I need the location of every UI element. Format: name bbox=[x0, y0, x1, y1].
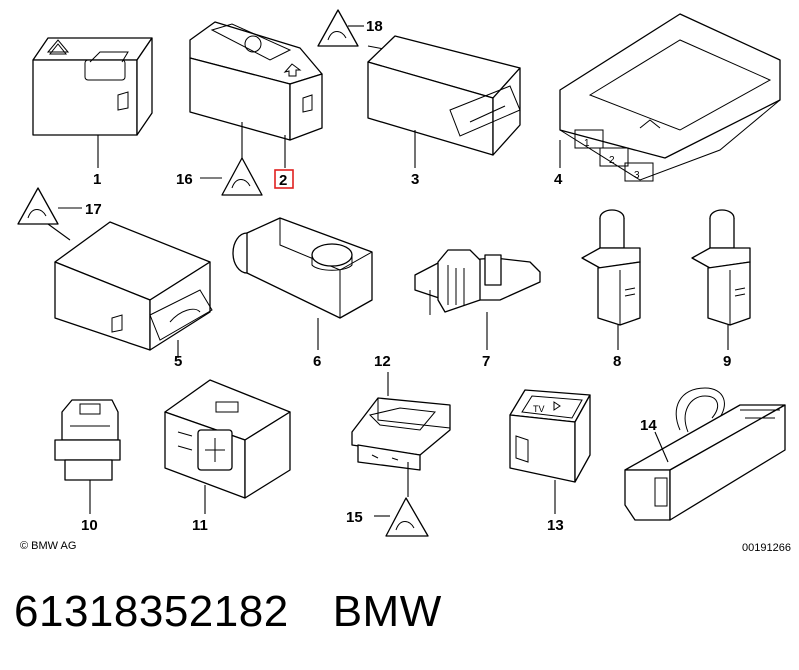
caution-triangle-icon-15 bbox=[385, 497, 429, 537]
callout-7: 7 bbox=[482, 353, 490, 370]
callout-12: 12 bbox=[374, 353, 391, 370]
arrow-up-icon bbox=[283, 63, 302, 77]
caution-triangle-icon-17 bbox=[17, 187, 59, 225]
part-5-trunk-switch[interactable] bbox=[54, 221, 213, 351]
part-1-hazard-switch[interactable] bbox=[32, 37, 153, 136]
caption: 61318352182 BMW bbox=[14, 582, 442, 642]
caution-triangle-icon-16 bbox=[221, 157, 263, 196]
part-4-key-3: 3 bbox=[634, 170, 640, 181]
part-7-bracket-switch[interactable] bbox=[414, 249, 541, 315]
callout-16: 16 bbox=[176, 171, 193, 188]
part-14-connector[interactable] bbox=[624, 387, 786, 521]
part-6-door-contact[interactable] bbox=[232, 217, 373, 319]
callout-8: 8 bbox=[613, 353, 621, 370]
copyright-notice: © BMW AG bbox=[20, 540, 77, 552]
callout-6: 6 bbox=[313, 353, 321, 370]
part-9-plunger-switch[interactable] bbox=[691, 209, 751, 326]
caution-triangle-icon-18 bbox=[317, 9, 359, 47]
callout-2: 2 bbox=[279, 172, 287, 189]
part-12-window-switch[interactable] bbox=[351, 397, 451, 471]
brand-name: BMW bbox=[332, 587, 442, 636]
warning-triangle-icon bbox=[48, 43, 68, 55]
part-8-plunger-switch[interactable] bbox=[581, 209, 641, 326]
part-3-switch[interactable] bbox=[367, 35, 521, 156]
tv-label: TV bbox=[533, 404, 545, 414]
part-2-switch[interactable] bbox=[189, 21, 323, 141]
diagram-number: 00191266 bbox=[742, 542, 791, 554]
callout-13: 13 bbox=[547, 517, 564, 534]
part-4-switch-block[interactable]: 1 2 3 bbox=[559, 13, 781, 182]
trunk-icon bbox=[169, 308, 201, 323]
callout-1: 1 bbox=[93, 171, 101, 188]
callout-11: 11 bbox=[192, 517, 208, 534]
part-4-key-2: 2 bbox=[609, 155, 615, 166]
callout-5: 5 bbox=[174, 353, 182, 370]
callout-10: 10 bbox=[81, 517, 98, 534]
callout-2-highlight bbox=[274, 169, 294, 189]
part-10-switch[interactable] bbox=[54, 399, 121, 481]
parts-diagram: 1 2 16 18 3 1 bbox=[17, 9, 786, 537]
callout-14: 14 bbox=[640, 417, 657, 434]
callout-3: 3 bbox=[411, 171, 419, 188]
part-11-mirror-switch[interactable] bbox=[164, 379, 291, 499]
callout-4: 4 bbox=[554, 171, 563, 188]
callout-15: 15 bbox=[346, 509, 363, 526]
part-number: 61318352182 bbox=[14, 587, 289, 636]
part-13-tv-switch[interactable]: TV bbox=[509, 389, 591, 483]
callout-18: 18 bbox=[366, 18, 383, 35]
part-4-key-1: 1 bbox=[584, 138, 590, 149]
callout-17: 17 bbox=[85, 201, 102, 218]
callout-9: 9 bbox=[723, 353, 731, 370]
